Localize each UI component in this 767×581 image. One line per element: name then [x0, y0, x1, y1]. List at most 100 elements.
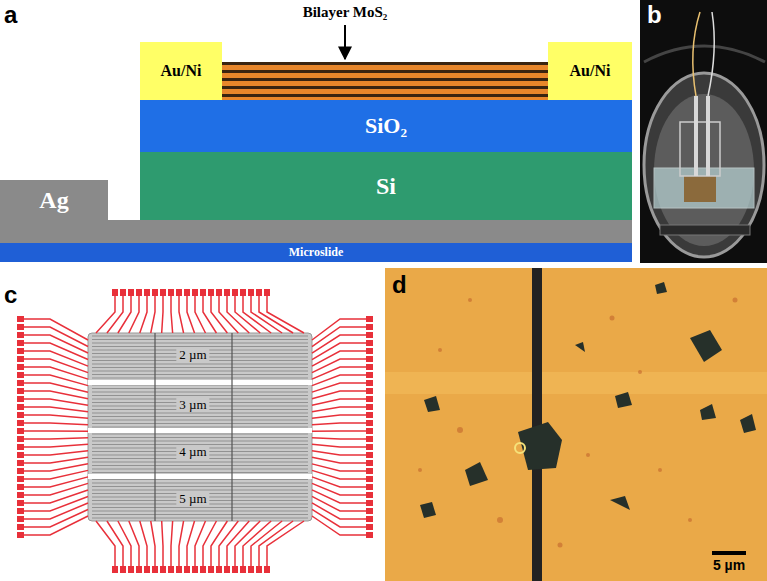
contact-pad — [366, 532, 373, 538]
contact-pad — [17, 356, 24, 362]
contact-pad — [366, 468, 373, 474]
contact-pad — [240, 289, 246, 296]
electrode-trace — [312, 399, 366, 405]
layer-label: Ag — [39, 187, 68, 213]
channel-line — [92, 518, 308, 519]
electrode-trace — [312, 430, 366, 432]
contact-pad — [17, 372, 24, 378]
dimension-label: 3 µm — [176, 398, 209, 412]
contact-pad — [17, 340, 24, 346]
contact-pad — [224, 566, 230, 573]
substrate-slide: Microslide — [0, 243, 632, 262]
contact-pad — [17, 316, 24, 322]
channel-line — [92, 441, 308, 442]
micrograph — [385, 268, 767, 581]
channel-line — [92, 388, 308, 389]
electrode-trace — [179, 521, 184, 566]
contact-pad — [144, 566, 150, 573]
contact-pad — [152, 566, 158, 573]
channel-line — [92, 483, 308, 484]
contact-pad — [366, 340, 373, 346]
channel-line — [92, 395, 308, 396]
contact-pad — [120, 566, 126, 573]
dimension-label: 2 µm — [176, 348, 209, 362]
silicon-layer: Si — [140, 152, 632, 220]
contact-pad — [17, 412, 24, 418]
contact-pad — [366, 492, 373, 498]
contact-pad — [17, 532, 24, 538]
contact-pad — [136, 289, 142, 296]
contact-pad — [366, 500, 373, 506]
electrode-box: Au/Ni — [140, 42, 222, 100]
silver-layer — [0, 220, 632, 243]
contact-pad — [17, 388, 24, 394]
contact-pad — [192, 566, 198, 573]
channel-line — [92, 427, 308, 428]
electrode-trace — [312, 464, 366, 471]
electrode-trace — [24, 509, 88, 527]
material-label: Bilayer MoS₂ — [303, 4, 388, 21]
electrode-trace — [259, 521, 293, 566]
contact-pad — [17, 364, 24, 370]
contact-pad — [152, 289, 158, 296]
contact-pad — [176, 566, 182, 573]
contact-pad — [168, 289, 174, 296]
contact-pad — [216, 289, 222, 296]
channel-line — [92, 462, 308, 463]
channel-line — [92, 511, 308, 512]
electrode-trace — [129, 296, 139, 333]
contact-pad — [366, 404, 373, 410]
contact-pad — [128, 566, 134, 573]
channel-line — [92, 374, 308, 375]
electrode-trace — [171, 521, 173, 566]
contact-pad — [232, 289, 238, 296]
electrode-trace — [151, 521, 155, 566]
oxide-layer: SiO₂ — [140, 100, 632, 152]
electrode-trace — [24, 457, 88, 463]
electrode-trace — [312, 423, 366, 425]
contact-pad — [366, 412, 373, 418]
contact-pad — [17, 404, 24, 410]
mos2-stack — [222, 62, 548, 100]
contact-pad — [248, 566, 254, 573]
panel-letter: d — [392, 272, 407, 298]
channel-line — [92, 364, 308, 365]
contact-pad — [17, 484, 24, 490]
channel-line — [92, 486, 308, 487]
electrode-trace — [24, 490, 88, 503]
contact-pad — [17, 516, 24, 522]
electrode-trace — [24, 496, 88, 511]
contact-pad — [366, 364, 373, 370]
contact-pad — [136, 566, 142, 573]
contact-pad — [248, 289, 254, 296]
channel-line — [92, 371, 308, 372]
contact-pad — [17, 332, 24, 338]
channel-line — [92, 514, 308, 515]
channel-line — [92, 378, 308, 379]
contact-pad — [17, 500, 24, 506]
electrode-trace — [24, 430, 88, 432]
contact-pad — [256, 289, 262, 296]
contact-pad — [17, 476, 24, 482]
electrode-trace — [267, 296, 304, 333]
contact-pad — [216, 566, 222, 573]
panel-letter: a — [4, 2, 17, 28]
electrode-trace — [312, 451, 366, 455]
electrode-trace — [118, 296, 131, 333]
contact-pad — [128, 289, 134, 296]
channel-line — [92, 413, 308, 414]
channel-line — [92, 346, 308, 347]
channel-line — [92, 343, 308, 344]
channel-line — [92, 465, 308, 466]
electrode-trace — [162, 521, 163, 566]
electrode-trace — [24, 444, 88, 447]
channel-line — [92, 420, 308, 421]
contact-pad — [366, 356, 373, 362]
electrode-trace — [312, 359, 366, 373]
contact-pad — [17, 460, 24, 466]
electrode-trace — [179, 296, 184, 333]
electrode-trace — [312, 477, 366, 487]
electrode-trace — [259, 296, 293, 333]
contact-pad — [17, 508, 24, 514]
